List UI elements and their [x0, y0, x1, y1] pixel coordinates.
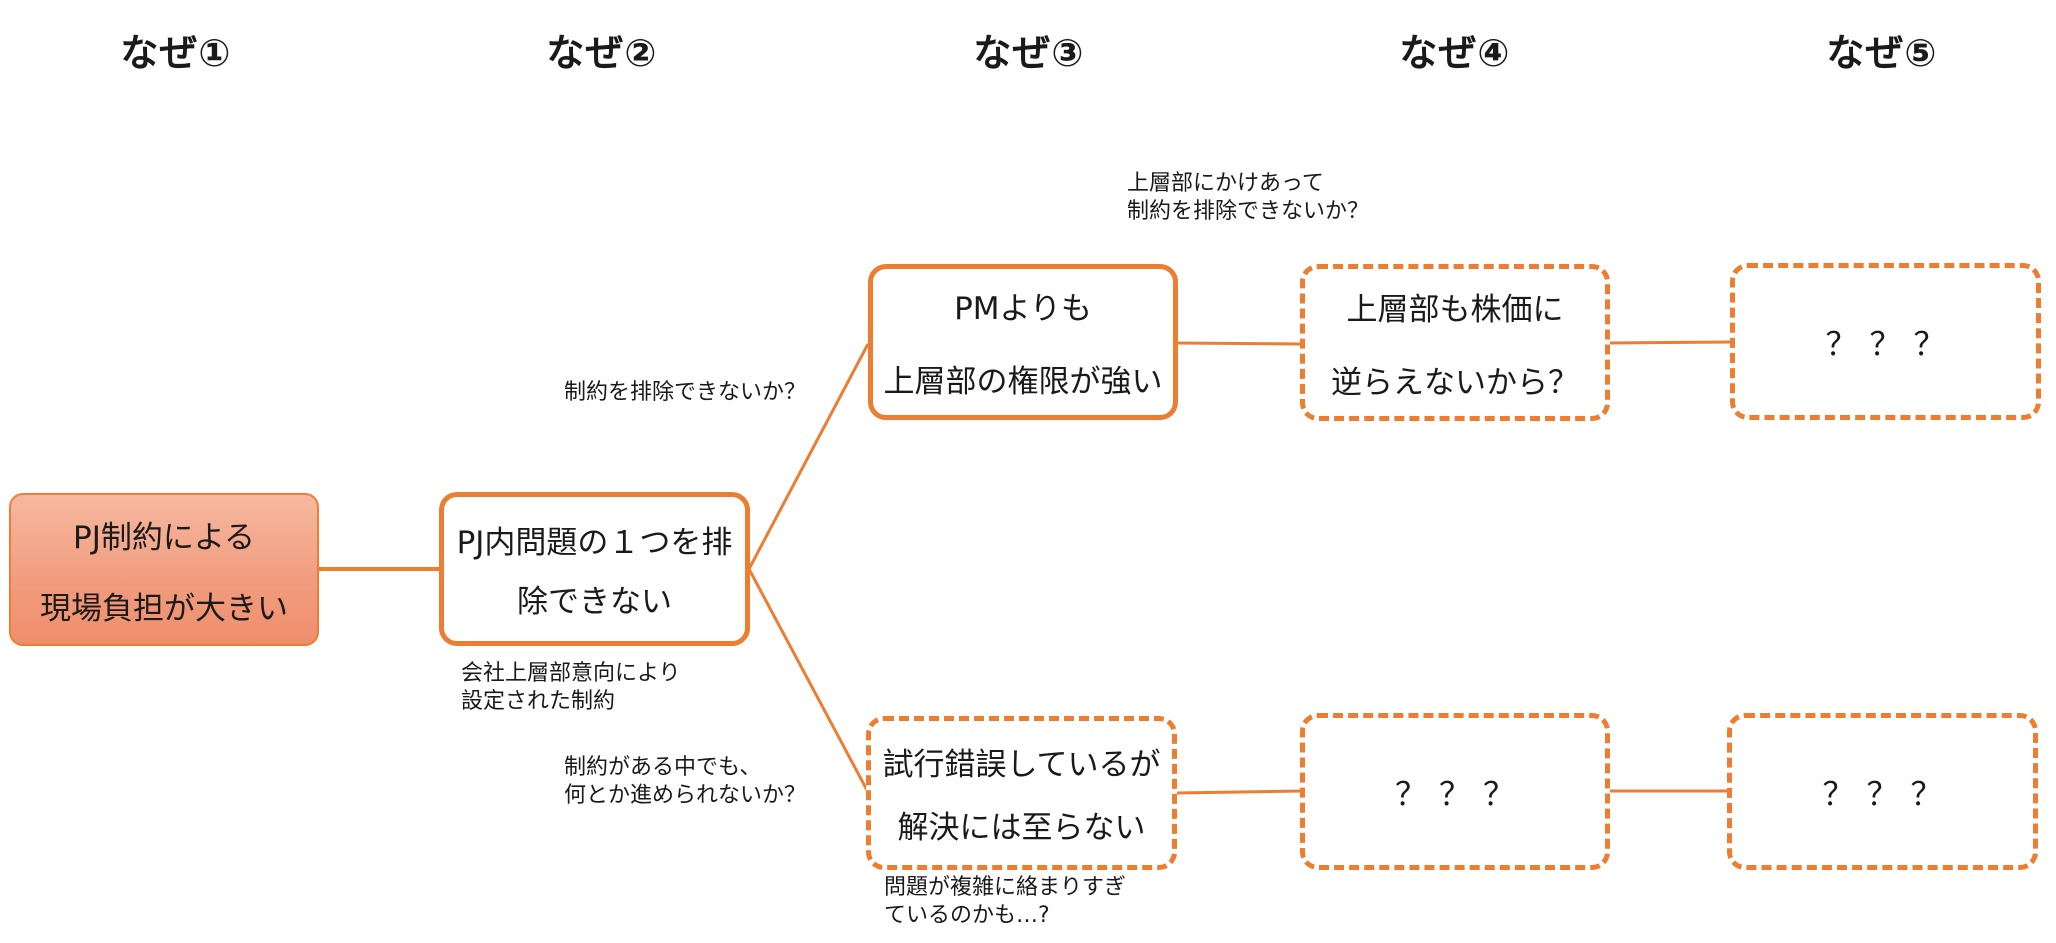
why5-lower-box: ？？？: [1727, 713, 2038, 870]
why3-upper-line-2: 上層部の権限が強い: [883, 364, 1163, 400]
note-root-to-why2: 会社上層部意向により 設定された制約: [461, 660, 681, 716]
why3-upper-box: PMよりも 上層部の権限が強い: [868, 264, 1178, 420]
why3-upper-line-1: PMよりも: [954, 291, 1092, 327]
column-header-why-3: なぜ③: [973, 31, 1085, 75]
note-upper-to-upper4-line-1: 上層部にかけあって: [1127, 171, 1324, 196]
why3-lower-box: 試行錯誤しているが 解決には至らない: [866, 716, 1177, 870]
note-lower-below-line-2: ているのかも…?: [884, 903, 1050, 928]
connector-upper4-to-upper5: [1609, 340, 1733, 345]
note-branch-lower: 制約がある中でも、 何とか進められないか？: [564, 754, 806, 810]
note-upper-to-upper4: 上層部にかけあって 制約を排除できないか？: [1127, 170, 1369, 226]
why4-upper-line-2: 逆らえないから？: [1331, 364, 1579, 401]
why4-upper-box: 上層部も株価に 逆らえないから？: [1300, 264, 1610, 421]
root-problem-box: PJ制約による 現場負担が大きい: [9, 493, 319, 646]
why3-lower-line-1: 試行錯誤しているが: [882, 747, 1161, 783]
why2-line-1: PJ内問題の１つを排: [456, 525, 733, 561]
column-header-why-2: なぜ②: [546, 31, 658, 75]
root-problem-line-1: PJ制約による: [73, 519, 255, 556]
why4-upper-line-1: 上層部も株価に: [1346, 291, 1564, 328]
why4-lower-unknown: ？？？: [1394, 774, 1527, 813]
why5-upper-unknown: ？？？: [1825, 324, 1958, 363]
note-lower-below-line-1: 問題が複雑に絡まりすぎ: [884, 875, 1127, 900]
column-header-why-5: なぜ⑤: [1826, 31, 1938, 75]
column-header-why-4: なぜ④: [1399, 31, 1511, 75]
note-root-to-why2-line-1: 会社上層部意向により: [461, 661, 681, 686]
note-branch-lower-line-2: 何とか進められないか？: [564, 783, 807, 808]
connector-lower-to-lower4: [1176, 789, 1303, 795]
note-branch-upper-line-1: 制約を排除できないか？: [564, 380, 807, 405]
why5-lower-unknown: ？？？: [1822, 774, 1955, 813]
column-header-why-1: なぜ①: [120, 31, 232, 75]
why2-box: PJ内問題の１つを排 除できない: [439, 492, 750, 646]
note-branch-lower-line-1: 制約がある中でも、: [564, 755, 762, 780]
note-upper-to-upper4-line-2: 制約を排除できないか？: [1127, 199, 1370, 224]
note-lower-below: 問題が複雑に絡まりすぎ ているのかも…?: [884, 874, 1126, 930]
why3-lower-line-2: 解決には至らない: [897, 810, 1146, 846]
note-root-to-why2-line-2: 設定された制約: [461, 689, 616, 714]
note-branch-upper: 制約を排除できないか？: [564, 379, 806, 407]
connector-why2-to-upper: [747, 343, 870, 570]
why2-line-2: 除できない: [517, 584, 672, 620]
root-problem-line-2: 現場負担が大きい: [40, 590, 288, 627]
why4-lower-box: ？？？: [1300, 713, 1610, 870]
connector-why2-to-lower: [747, 568, 870, 793]
why5-upper-box: ？？？: [1730, 263, 2041, 420]
connector-upper-to-upper4: [1176, 341, 1303, 346]
